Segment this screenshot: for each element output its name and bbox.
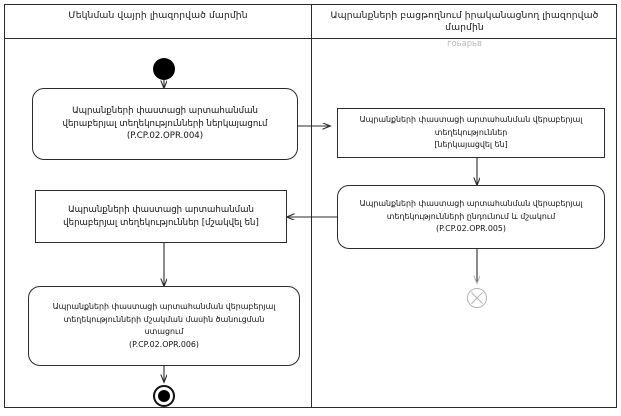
object-node-export-info-submitted-text: Ապրանքների փաստացի արտահանման վերաբերյալ… <box>352 112 591 154</box>
swimlane-header-divider <box>4 38 617 39</box>
object-node-export-info-submitted[interactable]: Ապրանքների փաստացի արտահանման վերաբերյալ… <box>337 108 605 158</box>
text-line: ստացում <box>144 327 184 336</box>
action-node-receive-and-process-export-info-text: Ապրանքների փաստացի արտահանման վերաբերյալ… <box>352 196 591 238</box>
object-node-export-info-processed[interactable]: Ապրանքների փաստացի արտահանման վերաբերյալ… <box>35 190 287 243</box>
swimlane-header-right: Ապրանքների բացթողնում իրականացնող լիազոր… <box>312 4 617 48</box>
text-line: (P.CP.02.OPR.004) <box>126 131 204 142</box>
text-line: [ներկայացվել են] <box>434 140 508 150</box>
activity-final-node <box>153 385 175 407</box>
text-line: վերաբերյալ տեղեկությունների ներկայացում <box>62 118 268 129</box>
text-line: Ապրանքների փաստացի արտահանման վերաբերյալ <box>359 115 583 125</box>
flow-final-node <box>467 288 487 308</box>
text-line: (P.CP.02.OPR.005) <box>435 224 507 234</box>
action-node-submit-export-info-text: Ապրանքների փաստացի արտահանման վերաբերյալ… <box>55 103 276 145</box>
action-node-receive-and-process-export-info[interactable]: Ապրանքների փաստացի արտահանման վերաբերյալ… <box>337 185 605 249</box>
text-line: Ապրանքների փաստացի արտահանման վերաբերյալ <box>52 302 276 311</box>
swimlane-subtitle-right: гоьарьв <box>447 38 482 48</box>
swimlane-vertical-divider <box>311 4 312 408</box>
text-line: Ապրանքների փաստացի արտահանման <box>68 205 254 215</box>
text-line: տեղեկությունների մշակման մասին ծանուցման <box>63 314 265 324</box>
text-line: (P.CP.02.OPR.006) <box>128 339 200 349</box>
swimlane-title-right: Ապրանքների բացթողնում իրականացնող լիազոր… <box>330 10 599 33</box>
action-node-receive-processing-notification[interactable]: Ապրանքների փաստացի արտահանման վերաբերյալ… <box>28 286 300 366</box>
swimlane-title-left: Մեկնման վայրի լիազորված մարմին <box>68 10 248 21</box>
object-node-export-info-processed-text: Ապրանքների փաստացի արտահանման վերաբերյալ… <box>55 202 267 231</box>
swimlane-header-left: Մեկնման վայրի լիազորված մարմին <box>5 4 311 38</box>
text-line: վերաբերյալ տեղեկություններ [մշակվել են] <box>63 217 259 228</box>
text-line: Ապրանքների փաստացի արտահանման վերաբերյալ <box>359 199 583 209</box>
text-line: տեղեկությունների ընդունում և մշակում <box>386 211 556 221</box>
initial-node <box>153 58 175 80</box>
action-node-submit-export-info[interactable]: Ապրանքների փաստացի արտահանման վերաբերյալ… <box>32 88 298 160</box>
action-node-receive-processing-notification-text: Ապրանքների փաստացի արտահանման վերաբերյալ… <box>45 299 284 353</box>
text-line: տեղեկություններ <box>434 127 508 137</box>
text-line: Ապրանքների փաստացի արտահանման <box>72 106 258 117</box>
